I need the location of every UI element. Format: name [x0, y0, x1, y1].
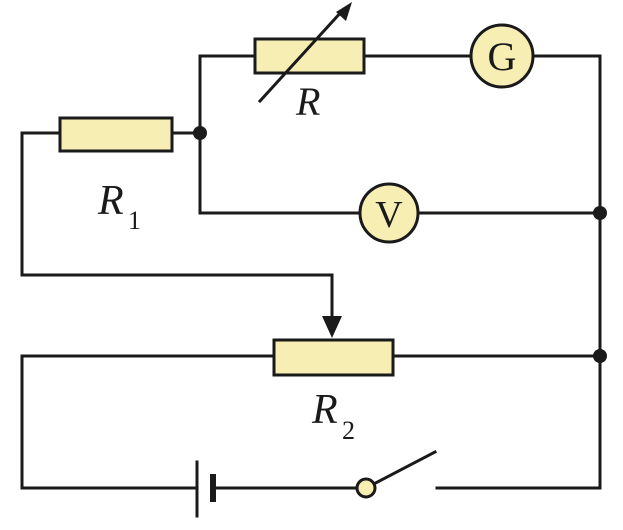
variable-arrow-shaft: [257, 7, 346, 104]
label-r1-main: R: [97, 178, 124, 224]
label-r1: R 1: [97, 178, 141, 235]
label-r2-sub: 2: [342, 416, 355, 445]
variable-resistor-body: [253, 37, 366, 75]
switch-pivot: [355, 477, 377, 499]
slider-arrow-head[interactable]: [322, 316, 342, 338]
wire-junction-to-v: [198, 131, 362, 215]
rheostat-r2-body: [272, 338, 395, 377]
variable-resistor-r: [253, 2, 366, 104]
switch-lever: [363, 449, 438, 491]
galvanometer: G: [469, 23, 535, 89]
label-r2-main: R: [311, 387, 338, 433]
junction-dot-right-lower: [593, 349, 607, 363]
rheostat-r2: [272, 316, 395, 377]
wire-g-to-right: [531, 54, 602, 490]
resistor-r1: [58, 116, 174, 153]
voltmeter-label: V: [375, 194, 403, 236]
label-r2: R 2: [311, 387, 355, 445]
galvanometer-label: G: [488, 34, 517, 79]
wire-r1-left-loop: [20, 131, 334, 320]
galvanometer-circle: [469, 23, 535, 89]
switch[interactable]: [355, 449, 438, 499]
voltmeter-circle: [358, 182, 420, 244]
variable-arrow-head: [336, 2, 352, 21]
label-r1-sub: 1: [128, 206, 141, 235]
label-rheostat-r: R: [295, 79, 320, 124]
junction-dot-left: [193, 126, 207, 140]
battery: [195, 460, 216, 518]
voltmeter: V: [358, 182, 420, 244]
junction-dot-right-upper: [593, 206, 607, 220]
wire-junction-to-top: [198, 54, 257, 135]
wire-r2-left-loop: [20, 354, 276, 490]
